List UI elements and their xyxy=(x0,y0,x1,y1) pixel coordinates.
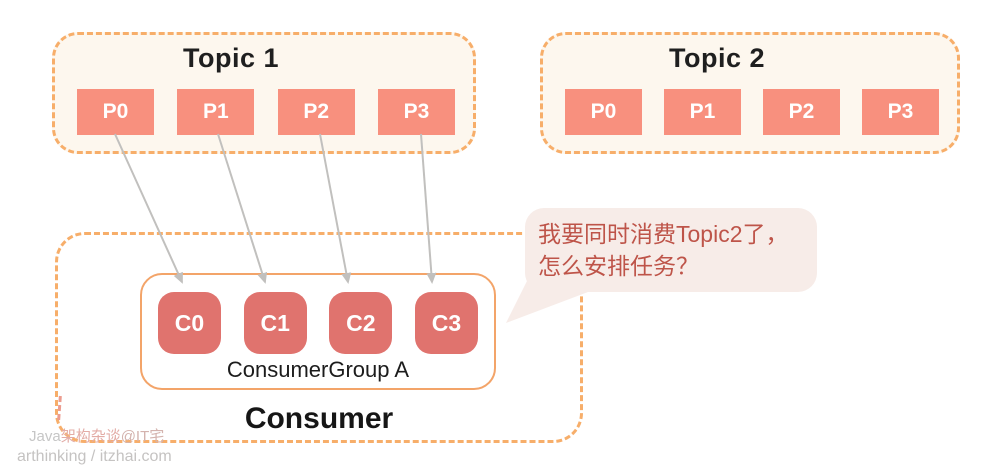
topic-2-partition-p0: P0 xyxy=(565,89,642,135)
topic-2-box: Topic 2 P0 P1 P2 P3 xyxy=(540,32,960,154)
topic-2-partition-p2: P2 xyxy=(763,89,840,135)
consumer-group-box: C0 C1 C2 C3 ConsumerGroup A xyxy=(140,273,496,390)
watermark-brand-java: Java xyxy=(29,428,61,445)
speech-bubble-line1: 我要同时消费Topic2了， xyxy=(538,221,789,247)
topic-1-partition-p3: P3 xyxy=(377,89,455,135)
consumer-node-c3: C3 xyxy=(414,292,478,354)
watermark-brand-name: 架构杂谈 xyxy=(60,428,121,445)
watermark-brand-tag: @IT宅 xyxy=(120,428,165,445)
consumer-box: C0 C1 C2 C3 ConsumerGroup A Consumer xyxy=(55,232,583,443)
topic-2-partitions: P0 P1 P2 P3 xyxy=(565,89,939,135)
topic-1-partition-p1: P1 xyxy=(177,89,255,135)
consumer-group-label: ConsumerGroup A xyxy=(226,357,410,382)
topic-1-partition-p0: P0 xyxy=(77,89,154,135)
topic-1-box: Topic 1 P0 P1 P2 P3 xyxy=(52,32,476,154)
topic-1-partition-p2: P2 xyxy=(277,89,355,135)
speech-bubble-line2: 怎么安排任务？ xyxy=(538,253,699,279)
watermark-footer: arthinking / itzhai.com xyxy=(17,448,172,465)
consumer-node-c2: C2 xyxy=(329,292,393,354)
topic-2-partition-p1: P1 xyxy=(664,89,741,135)
watermark-brand: Java架构杂谈@IT宅 xyxy=(29,425,164,446)
consumer-node-c1: C1 xyxy=(243,292,307,354)
topic-2-partition-p3: P3 xyxy=(862,89,939,135)
topic-1-title: Topic 1 xyxy=(182,43,279,73)
consumer-section-label: Consumer xyxy=(244,402,394,435)
speech-bubble: 我要同时消费Topic2了， 怎么安排任务？ xyxy=(525,208,817,292)
consumer-nodes: C0 C1 C2 C3 xyxy=(158,292,478,354)
topic-1-partitions: P0 P1 P2 P3 xyxy=(77,89,455,135)
consumer-node-c0: C0 xyxy=(158,292,221,354)
topic-2-title: Topic 2 xyxy=(668,43,765,73)
